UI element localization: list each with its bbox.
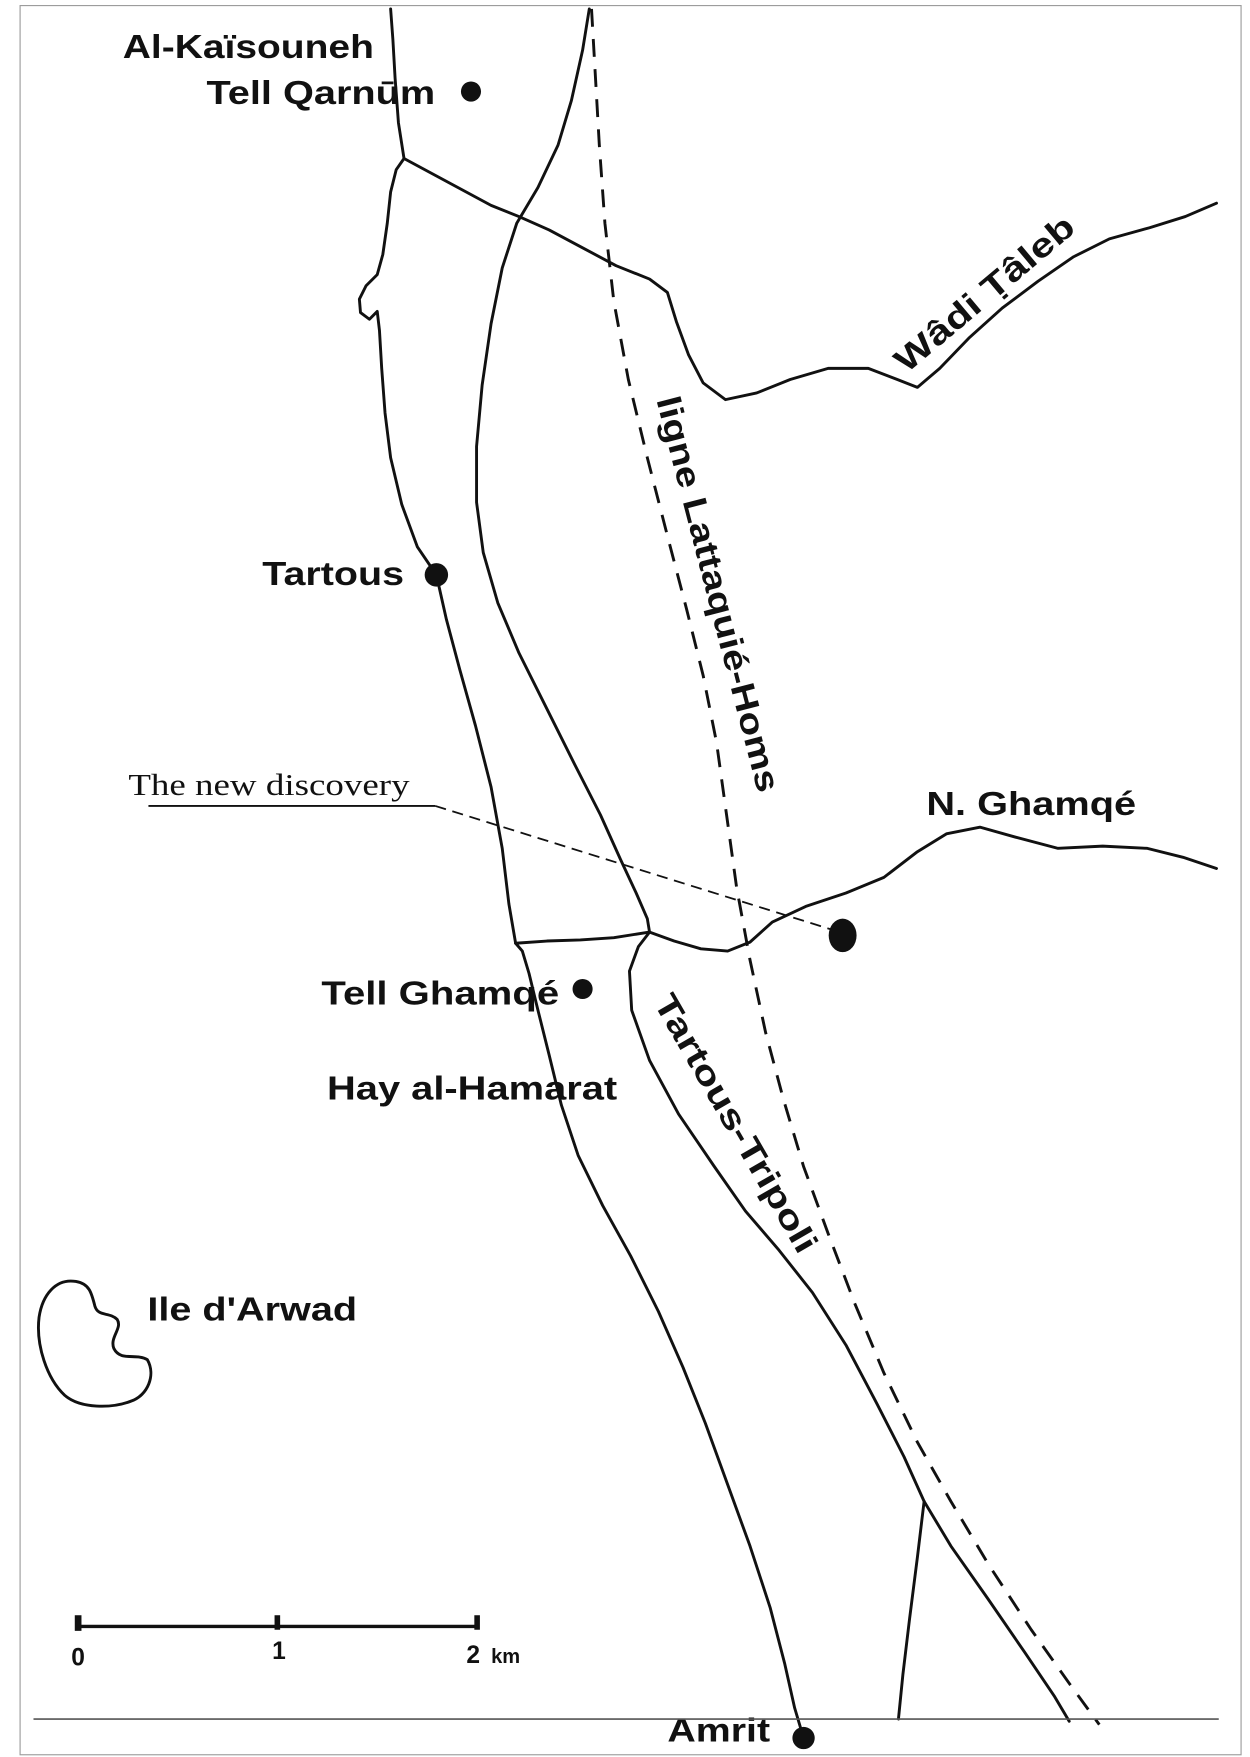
tell-ghamqe-marker bbox=[572, 978, 593, 1000]
label-n-ghamqe: N. Ghamqé bbox=[926, 786, 1136, 823]
coastline-north bbox=[357, 7, 518, 945]
scale-unit-label: km bbox=[491, 1646, 520, 1668]
connector-road bbox=[514, 930, 652, 945]
scale-bar-tick-0 bbox=[74, 1615, 82, 1631]
arwad-island-outline bbox=[37, 1279, 153, 1408]
label-tell-ghamqe: Tell Ghamqé bbox=[321, 976, 559, 1013]
label-tartous: Tartous bbox=[262, 556, 404, 593]
label-hay-al-hamarat: Hay al-Hamarat bbox=[327, 1071, 617, 1108]
label-al-kaisouneh: Al-Kaïsouneh bbox=[123, 29, 374, 66]
scale-label-1: 1 bbox=[272, 1638, 286, 1665]
tartous-tripoli-road bbox=[475, 7, 1071, 1723]
tartous-marker bbox=[424, 563, 449, 587]
label-ile-darwad: Ile d'Arwad bbox=[147, 1292, 357, 1329]
wadi-taleb-river bbox=[402, 157, 1218, 402]
scale-bar-tick-1 bbox=[274, 1615, 281, 1630]
amrit-marker bbox=[792, 1726, 815, 1750]
discovery-leader-line bbox=[435, 805, 833, 931]
coastline-south bbox=[514, 941, 806, 1740]
railway-line bbox=[590, 8, 1101, 1726]
tell-qarnum-marker bbox=[460, 81, 482, 102]
label-railway: ligne Lattaquié-Homs bbox=[649, 392, 787, 796]
map-frame bbox=[19, 5, 1242, 1756]
scale-bar: 0 1 2 km bbox=[71, 1615, 520, 1671]
label-amrit: Amrit bbox=[667, 1712, 770, 1749]
scale-label-2: 2 bbox=[466, 1642, 480, 1669]
label-tartous-tripoli: Tartous-Tripoli bbox=[646, 988, 824, 1260]
label-new-discovery: The new discovery bbox=[128, 768, 409, 802]
scale-bar-tick-2 bbox=[474, 1615, 480, 1630]
new-discovery-marker bbox=[828, 918, 857, 953]
n-ghamqe-river bbox=[648, 825, 1218, 953]
label-wadi-taleb: Wâdi Ṭâleb bbox=[888, 208, 1083, 380]
scale-label-0: 0 bbox=[71, 1644, 85, 1671]
branch-road bbox=[896, 1499, 926, 1721]
label-tell-qarnum: Tell Qarnūm bbox=[206, 75, 435, 112]
